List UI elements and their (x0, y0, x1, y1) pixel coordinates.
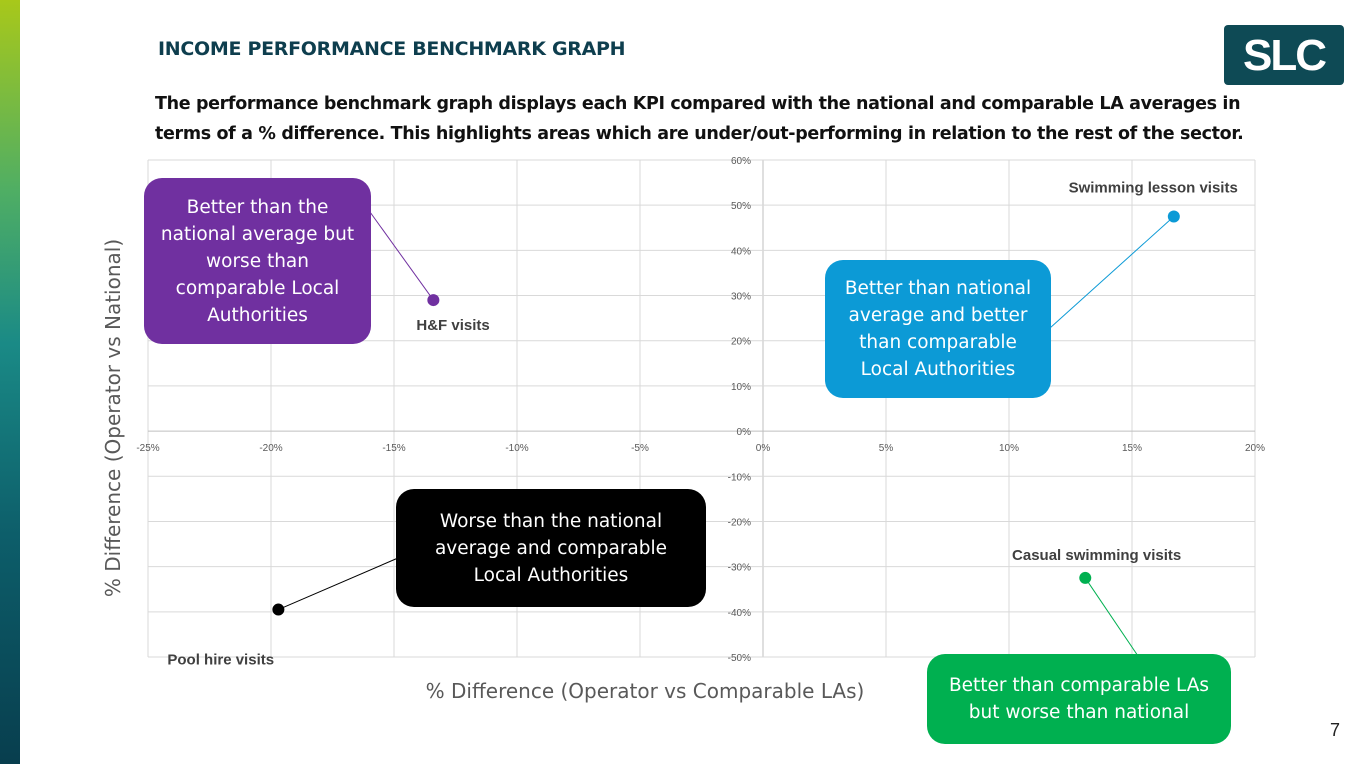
page-title: INCOME PERFORMANCE BENCHMARK GRAPH (158, 38, 626, 60)
point-label: Casual swimming visits (1012, 547, 1181, 564)
x-tick-label: -10% (505, 443, 528, 454)
intro-text: The performance benchmark graph displays… (155, 94, 1244, 144)
point-label: Swimming lesson visits (1069, 179, 1238, 196)
y-tick-label: -10% (728, 472, 751, 483)
side-accent-bar (0, 0, 20, 764)
y-tick-label: -20% (728, 517, 751, 528)
logo-lettering: SLC (1243, 31, 1326, 80)
data-point (1079, 571, 1092, 584)
y-tick-label: 60% (731, 156, 751, 167)
y-tick-label: 20% (731, 337, 751, 348)
y-tick-label: -30% (728, 563, 751, 574)
point-label: H&F visits (416, 317, 489, 334)
y-tick-label: 30% (731, 292, 751, 303)
leader-line (1084, 577, 1139, 657)
x-tick-label: 20% (1245, 443, 1265, 454)
page-number: 7 (1330, 720, 1341, 740)
data-point (427, 294, 440, 307)
callout-better-la-worse-national: Better than comparable LAs but worse tha… (927, 654, 1231, 744)
leader-lines (278, 211, 1175, 657)
leader-line (1049, 216, 1175, 329)
x-tick-label: -5% (631, 443, 649, 454)
callout-worse-both: Worse than the national average and comp… (396, 489, 706, 607)
x-tick-label: 15% (1122, 443, 1142, 454)
x-tick-label: -25% (136, 443, 159, 454)
y-tick-label: 10% (731, 382, 751, 393)
slc-logo: SLC (1224, 25, 1344, 85)
data-point (272, 603, 285, 616)
callout-better-both: Better than national average and better … (825, 260, 1051, 398)
y-axis-title: % Difference (Operator vs National) (101, 239, 125, 597)
x-tick-label: -15% (382, 443, 405, 454)
x-tick-label: 5% (879, 443, 894, 454)
y-tick-label: 50% (731, 201, 751, 212)
y-tick-label: -40% (728, 608, 751, 619)
y-tick-label: 40% (731, 246, 751, 257)
leader-line (369, 211, 434, 301)
point-label: Pool hire visits (167, 652, 274, 669)
y-tick-label: -50% (728, 653, 751, 664)
x-tick-label: -20% (259, 443, 282, 454)
x-tick-label: 10% (999, 443, 1019, 454)
tick-labels: -25% -20% -15% -10% -5% 0% 5% 10% 15% 20% -50% -40%… (136, 156, 1265, 664)
leader-line (278, 557, 399, 611)
x-tick-label: 0% (756, 443, 771, 454)
y-tick-label: 0% (737, 427, 752, 438)
x-axis-title: % Difference (Operator vs Comparable LAs… (426, 679, 865, 703)
callout-better-national-worse-la: Better than the national average but wor… (144, 178, 371, 344)
data-points (272, 210, 1180, 616)
data-point (1167, 210, 1180, 223)
